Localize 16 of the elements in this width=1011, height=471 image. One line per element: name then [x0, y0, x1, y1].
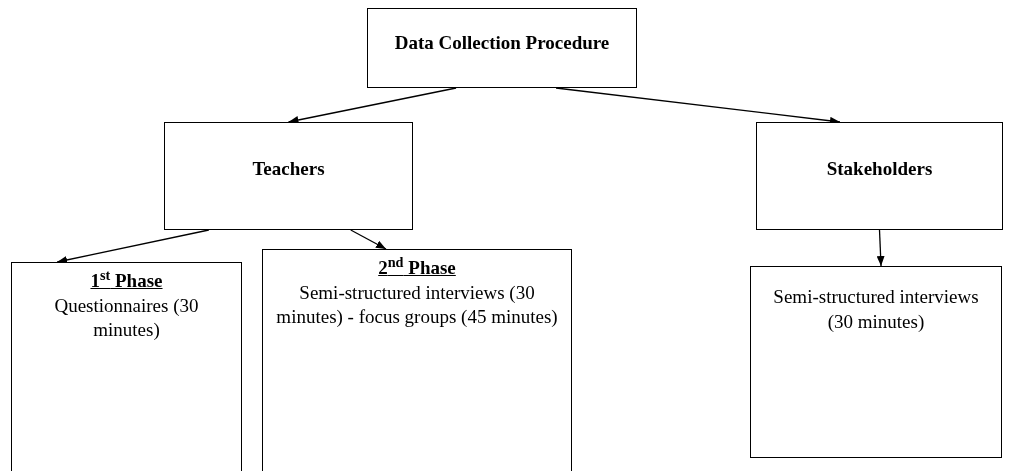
- phase-heading: 2$^{nd}$ Phase: [378, 256, 456, 280]
- process-box: [11, 262, 242, 471]
- process-box: [164, 122, 413, 230]
- box-title: Teachers: [252, 157, 325, 181]
- arrow: [56, 229, 210, 264]
- box-text: Questionnaires (30 minutes): [53, 293, 200, 343]
- arrow: [876, 229, 885, 267]
- box-text: Semi-structured interviews (30 minutes): [772, 285, 980, 334]
- process-box: [367, 8, 637, 88]
- phase-heading: 1$^{st}$ Phase: [90, 269, 163, 293]
- arrow: [287, 87, 457, 124]
- process-box: [756, 122, 1003, 230]
- box-title: Data Collection Procedure: [394, 31, 610, 55]
- box-title: Stakeholders: [826, 157, 933, 181]
- arrow: [350, 229, 387, 250]
- process-box: [750, 266, 1002, 458]
